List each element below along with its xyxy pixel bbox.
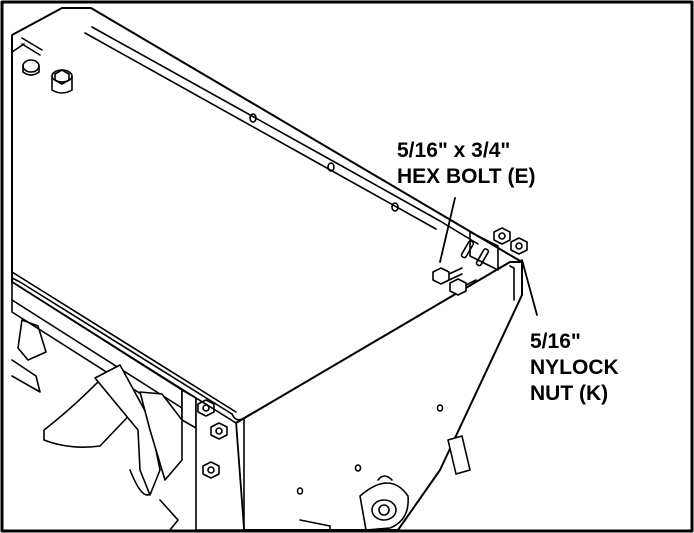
hopper-frame [11, 281, 471, 531]
hex-bolt-callout: 5/16" x 3/4" HEX BOLT (E) [397, 138, 535, 190]
nylock-nut-callout: 5/16" NYLOCK NUT (K) [530, 329, 619, 407]
nylock-nut-k [493, 227, 528, 255]
hopper-plug [11, 37, 73, 94]
bolt-leader-line [439, 197, 456, 263]
flange-hole [249, 113, 257, 123]
flange-hole [327, 162, 335, 172]
hex-bolt-e [432, 267, 477, 296]
hex-bolt-name-text: HEX BOLT (E) [397, 165, 536, 188]
hex-bolt-size-text: 5/16" x 3/4" [397, 139, 511, 162]
nylock-nut-size-text: 5/16" [530, 330, 581, 353]
flange-hole [391, 202, 399, 212]
nut-leader-line [521, 259, 538, 316]
nylock-nut-name-text: NUT (K) [530, 382, 609, 405]
nylock-nut-type-text: NYLOCK [530, 356, 619, 379]
